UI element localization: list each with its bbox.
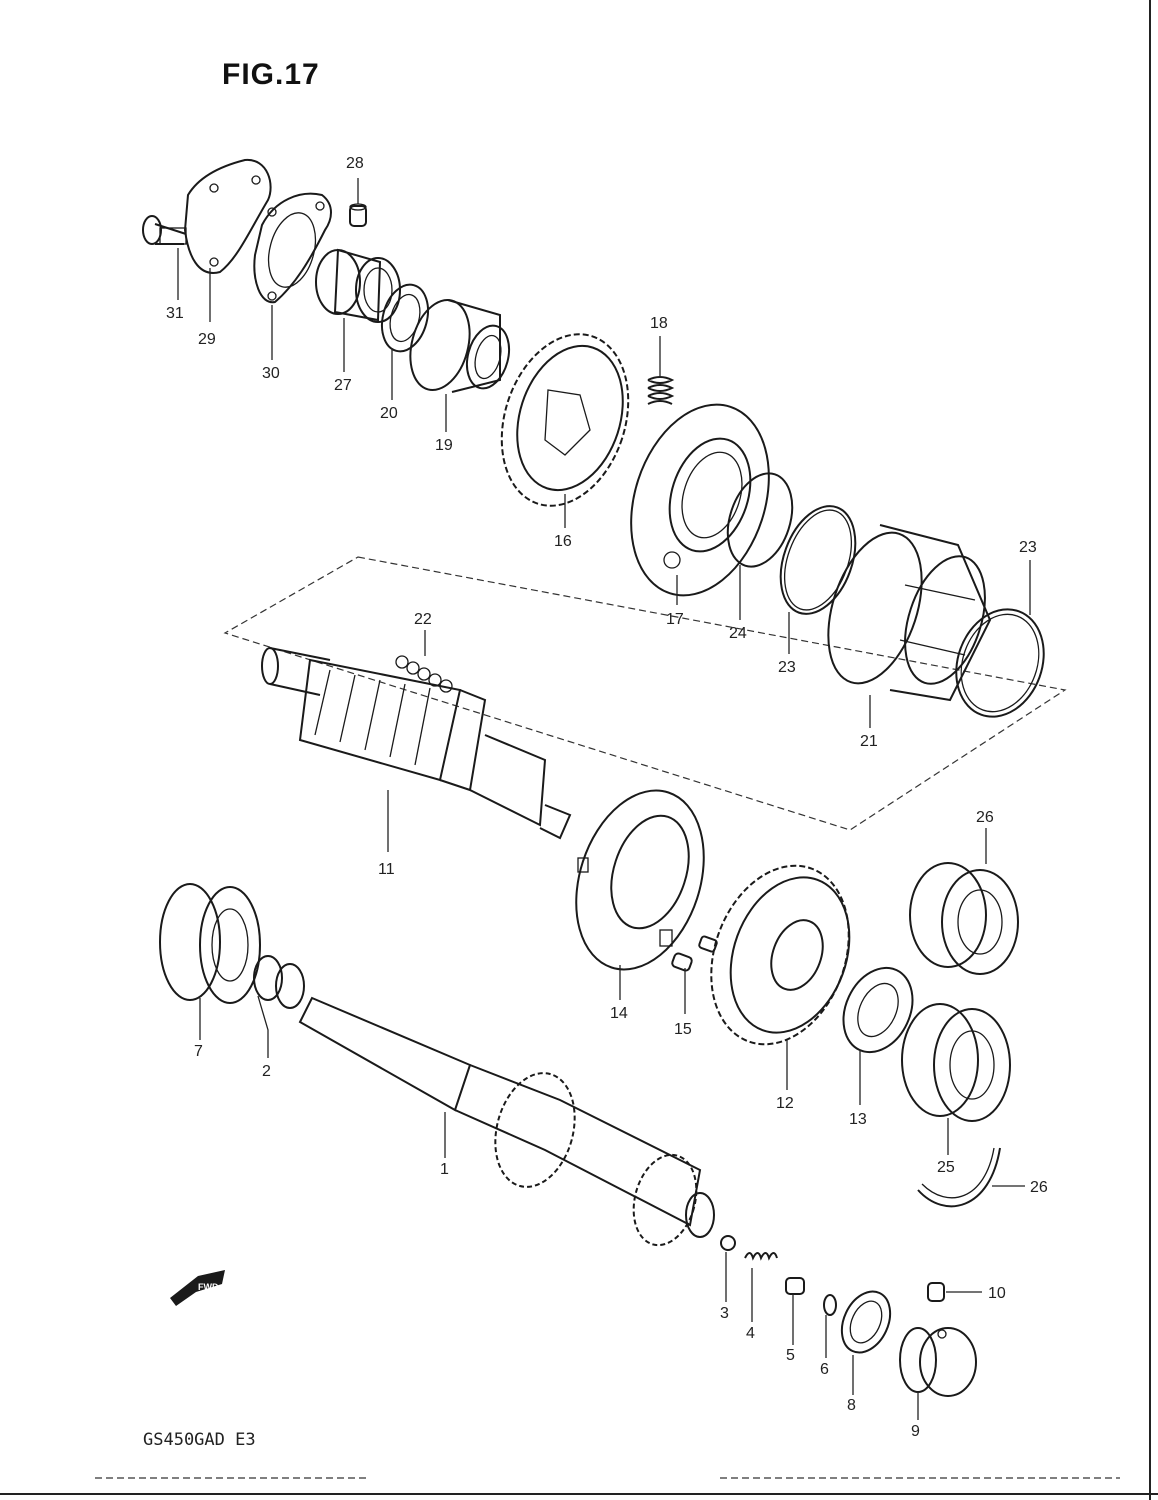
part-24-circlip — [726, 472, 794, 568]
callout-27: 26 — [976, 809, 994, 826]
part-12-gear — [710, 864, 851, 1046]
callout-2: 2 — [262, 1063, 271, 1080]
part-1-countershaft — [298, 996, 715, 1247]
callout-17: 17 — [666, 611, 684, 628]
callout-8: 8 — [847, 1397, 856, 1414]
part-20-washer — [380, 283, 430, 353]
callout-1: 1 — [440, 1161, 449, 1178]
leader-lines — [177, 178, 1031, 1420]
part-21-sleeve-hub — [827, 524, 992, 702]
part-27-bearing — [909, 862, 1019, 975]
callout-19: 19 — [435, 437, 453, 454]
part-10-pin — [927, 1282, 945, 1302]
fwd-label: FWD — [198, 1282, 219, 1292]
part-23-ring-a — [779, 505, 857, 615]
part-23-ring-b — [955, 608, 1045, 718]
part-2-circlip — [253, 955, 305, 1009]
part-32-bolt — [142, 215, 187, 245]
fwd-arrow-icon: FWD — [170, 1270, 225, 1306]
part-30-cover-plate — [183, 158, 272, 274]
part-15-key — [671, 935, 718, 972]
callout-24: 24 — [729, 625, 747, 642]
callout-28: 27 — [334, 377, 352, 394]
part-3-ball — [720, 1235, 736, 1251]
figure-title: FIG.17 — [222, 58, 320, 91]
callout-26: 26 — [1030, 1179, 1048, 1196]
callout-23b: 23 — [1019, 539, 1037, 556]
callout-3: 3 — [720, 1305, 729, 1322]
part-29-pin — [349, 203, 367, 227]
callout-9: 9 — [911, 1423, 920, 1440]
callout-21: 21 — [860, 733, 878, 750]
callout-14: 14 — [610, 1005, 628, 1022]
part-26-half-ring — [917, 1147, 1001, 1208]
callout-11: 11 — [378, 861, 395, 878]
part-17-cam-plate — [630, 403, 770, 597]
callout-25: 25 — [937, 1159, 955, 1176]
callout-30: 29 — [198, 331, 216, 348]
part-16-gear — [500, 333, 630, 507]
part-7-bearing — [159, 883, 261, 1004]
part-25-bearing — [901, 1003, 1011, 1122]
callout-22: 22 — [414, 611, 432, 628]
part-28-needle-bearing — [315, 248, 401, 323]
part-5-plunger — [785, 1277, 805, 1295]
part-22-balls — [395, 655, 453, 693]
callout-12: 12 — [776, 1095, 794, 1112]
part-4-spring — [744, 1252, 778, 1261]
part-31-gasket — [253, 192, 332, 304]
part-9-cap — [899, 1327, 977, 1397]
part-11-shaft — [261, 647, 572, 840]
callout-6: 6 — [820, 1361, 829, 1378]
callout-31: 30 — [262, 365, 280, 382]
callout-10: 10 — [988, 1285, 1006, 1302]
callout-4: 4 — [746, 1325, 755, 1342]
callout-7: 7 — [194, 1043, 203, 1060]
callout-13: 13 — [849, 1111, 867, 1128]
part-8-washer — [840, 1290, 892, 1354]
callout-16: 16 — [554, 533, 572, 550]
part-19-bushing — [409, 298, 511, 393]
callout-29: 28 — [346, 155, 364, 172]
part-6-circlip — [823, 1294, 837, 1316]
callout-20: 20 — [380, 405, 398, 422]
callout-32: 31 — [166, 305, 184, 322]
callout-23a: 23 — [778, 659, 796, 676]
callout-15: 15 — [674, 1021, 692, 1038]
callout-18: 18 — [650, 315, 668, 332]
model-code: GS450GAD E3 — [143, 1430, 256, 1450]
callout-labels: 31 29 30 27 20 19 28 18 16 17 24 23 21 2… — [166, 155, 1048, 1440]
part-13-washer — [842, 966, 914, 1054]
part-18-spring — [647, 376, 675, 405]
callout-5: 5 — [786, 1347, 795, 1364]
part-14-cam-plate — [575, 789, 705, 971]
